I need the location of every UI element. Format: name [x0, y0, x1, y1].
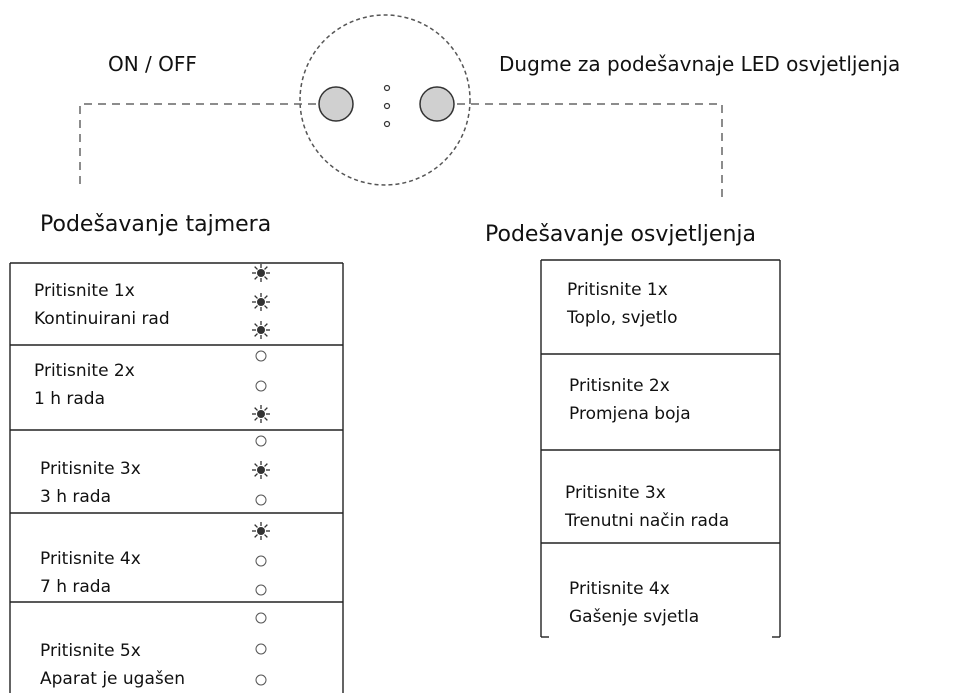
timer-row-1-led-3-on: [252, 321, 270, 339]
timer-row-4-mode: 7 h rada: [40, 577, 112, 597]
light-row-2: Pritisnite 2x Promjena boja: [569, 372, 691, 428]
indicator-dot-1: [383, 84, 391, 92]
light-row-3-mode: Trenutni način rada: [565, 511, 730, 531]
on-off-button[interactable]: [318, 86, 354, 122]
light-row-3-press: Pritisnite 3x: [565, 483, 666, 503]
indicator-dot-2: [383, 102, 391, 110]
light-row-1-press: Pritisnite 1x: [567, 280, 668, 300]
timer-row-2-led-1-off: [255, 350, 267, 362]
timer-table-lines: [9, 262, 344, 693]
timer-row-5-press: Pritisnite 5x: [40, 641, 141, 661]
timer-row-5-mode: Aparat je ugašen: [40, 669, 185, 689]
timer-row-4-led-2-off: [255, 555, 267, 567]
timer-row-1-mode: Kontinuirani rad: [34, 309, 170, 329]
timer-row-1-press: Pritisnite 1x: [34, 281, 135, 301]
timer-row-4: Pritisnite 4x 7 h rada: [40, 545, 141, 601]
timer-row-3-led-1-off: [255, 435, 267, 447]
control-panel: [299, 14, 471, 186]
light-row-1-mode: Toplo, svjetlo: [567, 308, 678, 328]
timer-row-5-led-2-off: [255, 643, 267, 655]
indicator-dot-3: [383, 120, 391, 128]
timer-row-2-press: Pritisnite 2x: [34, 361, 135, 381]
timer-section-title: Podešavanje tajmera: [40, 212, 272, 237]
timer-row-4-led-3-off: [255, 584, 267, 596]
timer-row-3-press: Pritisnite 3x: [40, 459, 141, 479]
light-row-2-mode: Promjena boja: [569, 404, 691, 424]
on-off-label: ON / OFF: [108, 52, 197, 76]
timer-row-2-led-3-on: [252, 405, 270, 423]
timer-led-indicators: [252, 264, 270, 686]
timer-row-3-led-3-off: [255, 494, 267, 506]
light-row-1: Pritisnite 1x Toplo, svjetlo: [567, 276, 678, 332]
timer-row-2: Pritisnite 2x 1 h rada: [34, 357, 135, 413]
timer-row-5-led-3-off: [255, 674, 267, 686]
led-light-button[interactable]: [419, 86, 455, 122]
light-row-4: Pritisnite 4x Gašenje svjetla: [569, 575, 699, 631]
timer-row-4-led-1-on: [252, 522, 270, 540]
light-row-4-mode: Gašenje svjetla: [569, 607, 700, 627]
timer-row-4-press: Pritisnite 4x: [40, 549, 141, 569]
light-row-4-press: Pritisnite 4x: [569, 579, 670, 599]
led-button-label: Dugme za podešavnaje LED osvjetljenja: [499, 52, 901, 76]
timer-row-1: Pritisnite 1x Kontinuirani rad: [34, 277, 170, 333]
timer-row-1-led-2-on: [252, 293, 270, 311]
timer-row-2-led-2-off: [255, 380, 267, 392]
control-panel-outline: [299, 14, 471, 186]
timer-row-3-led-2-on: [252, 461, 270, 479]
timer-row-3: Pritisnite 3x 3 h rada: [40, 455, 141, 511]
on-off-connector: [79, 103, 316, 188]
timer-row-1-led-1-on: [252, 264, 270, 282]
light-connector: [457, 103, 723, 198]
light-row-2-press: Pritisnite 2x: [569, 376, 670, 396]
timer-row-5-led-1-off: [255, 612, 267, 624]
light-table-lines: [540, 259, 781, 638]
timer-row-2-mode: 1 h rada: [34, 389, 106, 409]
timer-row-3-mode: 3 h rada: [40, 487, 112, 507]
timer-row-5: Pritisnite 5x Aparat je ugašen: [40, 637, 185, 693]
light-section-title: Podešavanje osvjetljenja: [485, 222, 756, 247]
light-row-3: Pritisnite 3x Trenutni način rada: [565, 479, 729, 535]
